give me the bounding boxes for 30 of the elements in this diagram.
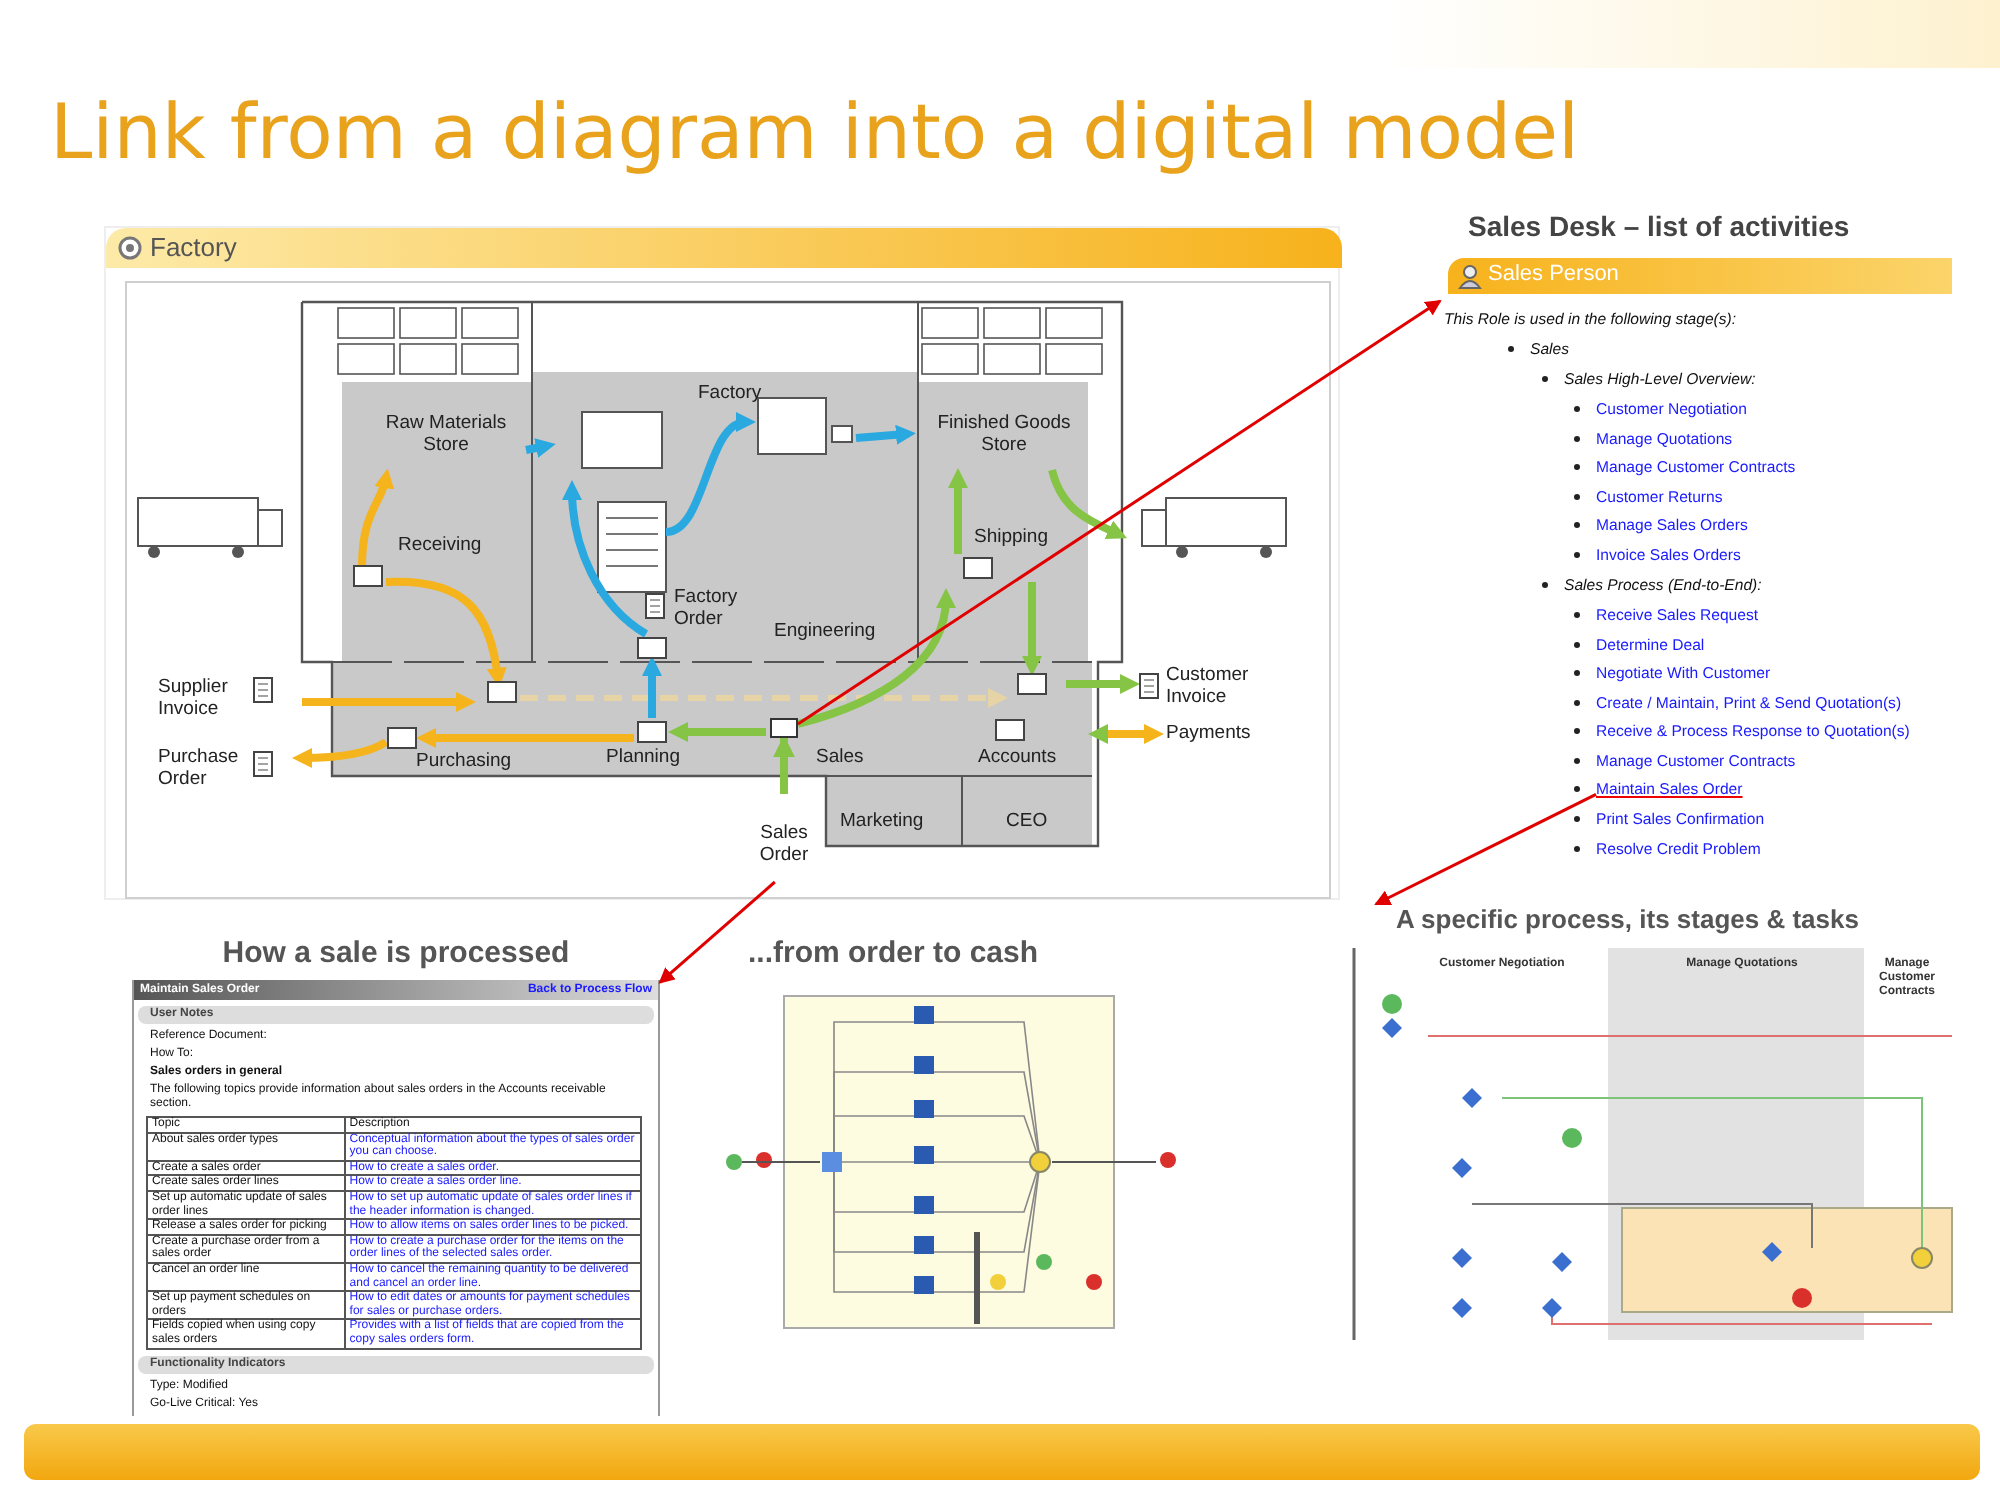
area-label: Sales — [816, 746, 866, 768]
role-title: Sales Person — [1488, 262, 1619, 286]
slide-title: Link from a diagram into a digital model — [50, 88, 1580, 176]
arrow — [1374, 793, 1597, 906]
section-heading: A specific process, its stages & tasks — [1396, 904, 1859, 934]
area-label: Supplier Invoice — [158, 676, 230, 720]
area-label: Engineering — [774, 620, 878, 642]
area-label: Shipping — [974, 526, 1050, 548]
area-label: Purchase Order — [158, 746, 241, 790]
area-label: Purchasing — [416, 750, 514, 772]
area-label: Accounts — [978, 746, 1059, 768]
area-label: Customer Invoice — [1166, 664, 1251, 708]
section-heading: ...from order to cash — [748, 936, 1039, 970]
area-label: Marketing — [840, 810, 926, 832]
area-label: CEO — [1006, 810, 1050, 832]
area-label: Receiving — [398, 534, 484, 556]
area-label: Raw Materials Store — [383, 412, 509, 456]
document-label: Sales Order — [757, 822, 811, 866]
area-label: Factory — [698, 382, 764, 404]
area-label: Factory Order — [674, 586, 740, 630]
panel-title: Factory — [150, 232, 237, 262]
arrow — [773, 735, 795, 794]
arrow — [658, 880, 776, 984]
section-heading: How a sale is processed — [220, 936, 572, 970]
arrow — [797, 299, 1442, 726]
area-label: Planning — [606, 746, 682, 768]
area-label: Finished Goods Store — [935, 412, 1073, 456]
section-heading: Sales Desk – list of activities — [1468, 210, 1850, 242]
area-label: Payments — [1166, 722, 1253, 744]
desk-box — [770, 718, 798, 738]
